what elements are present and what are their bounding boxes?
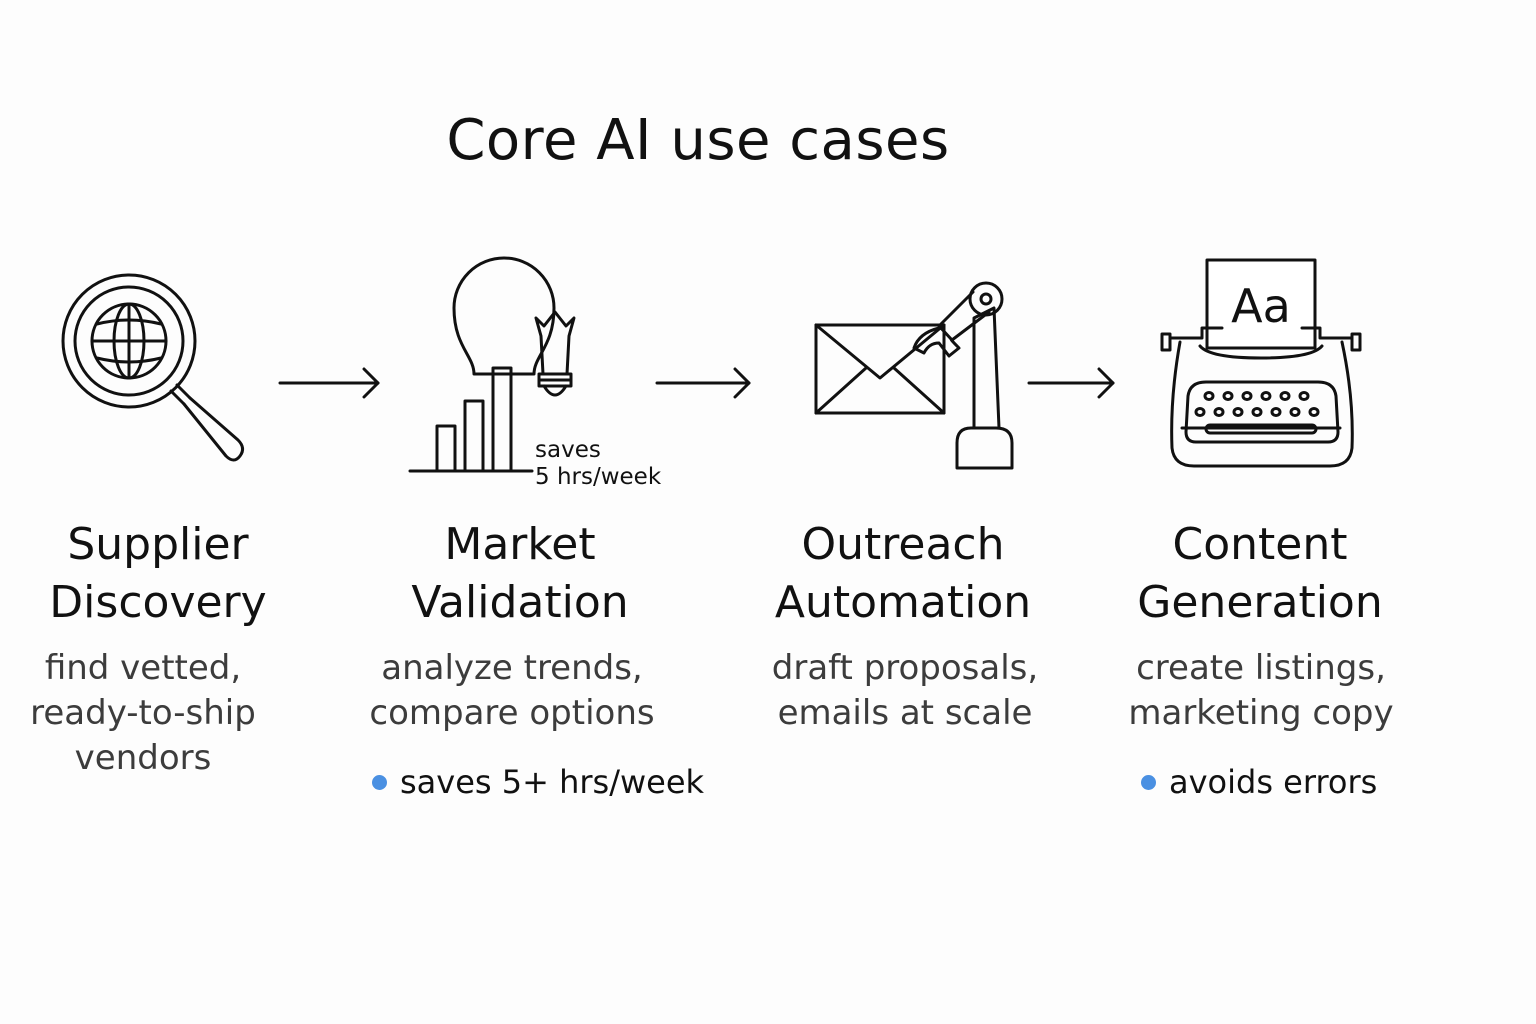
step-title-supplier-discovery: Supplier Discovery (49, 519, 267, 628)
step-title-market-validation: Market Validation (411, 519, 629, 628)
step-description-market-validation: analyze trends, compare options (369, 648, 655, 733)
envelope-robot-arm-icon (814, 278, 1018, 474)
diagram-title: Core AI use cases (446, 108, 950, 173)
step-description-content-generation: create listings, marketing copy (1128, 648, 1394, 733)
bullet-dot (372, 774, 387, 790)
bullet-dot (1141, 774, 1156, 790)
step-description-supplier-discovery: find vetted, ready-to-ship vendors (30, 648, 256, 778)
typewriter-icon: Aa (1160, 258, 1364, 472)
arrow-right-icon (278, 366, 384, 400)
lightbulb-bar-chart-icon (406, 256, 611, 478)
magnifier-globe-icon (58, 266, 248, 471)
typewriter-paper-text: Aa (1231, 279, 1291, 333)
arrow-right-icon (655, 366, 755, 400)
note-text: saves 5+ hrs/week (400, 763, 705, 801)
step-note-content-generation: avoids errors (1141, 763, 1377, 801)
step-title-outreach-automation: Outreach Automation (774, 519, 1032, 628)
icon-note: saves 5 hrs/week (535, 437, 662, 490)
step-note-market-validation: saves 5+ hrs/week (372, 763, 704, 801)
step-title-content-generation: Content Generation (1137, 519, 1383, 628)
note-text: avoids errors (1169, 763, 1378, 801)
step-description-outreach-automation: draft proposals, emails at scale (771, 648, 1039, 733)
arrow-right-icon (1027, 366, 1119, 400)
